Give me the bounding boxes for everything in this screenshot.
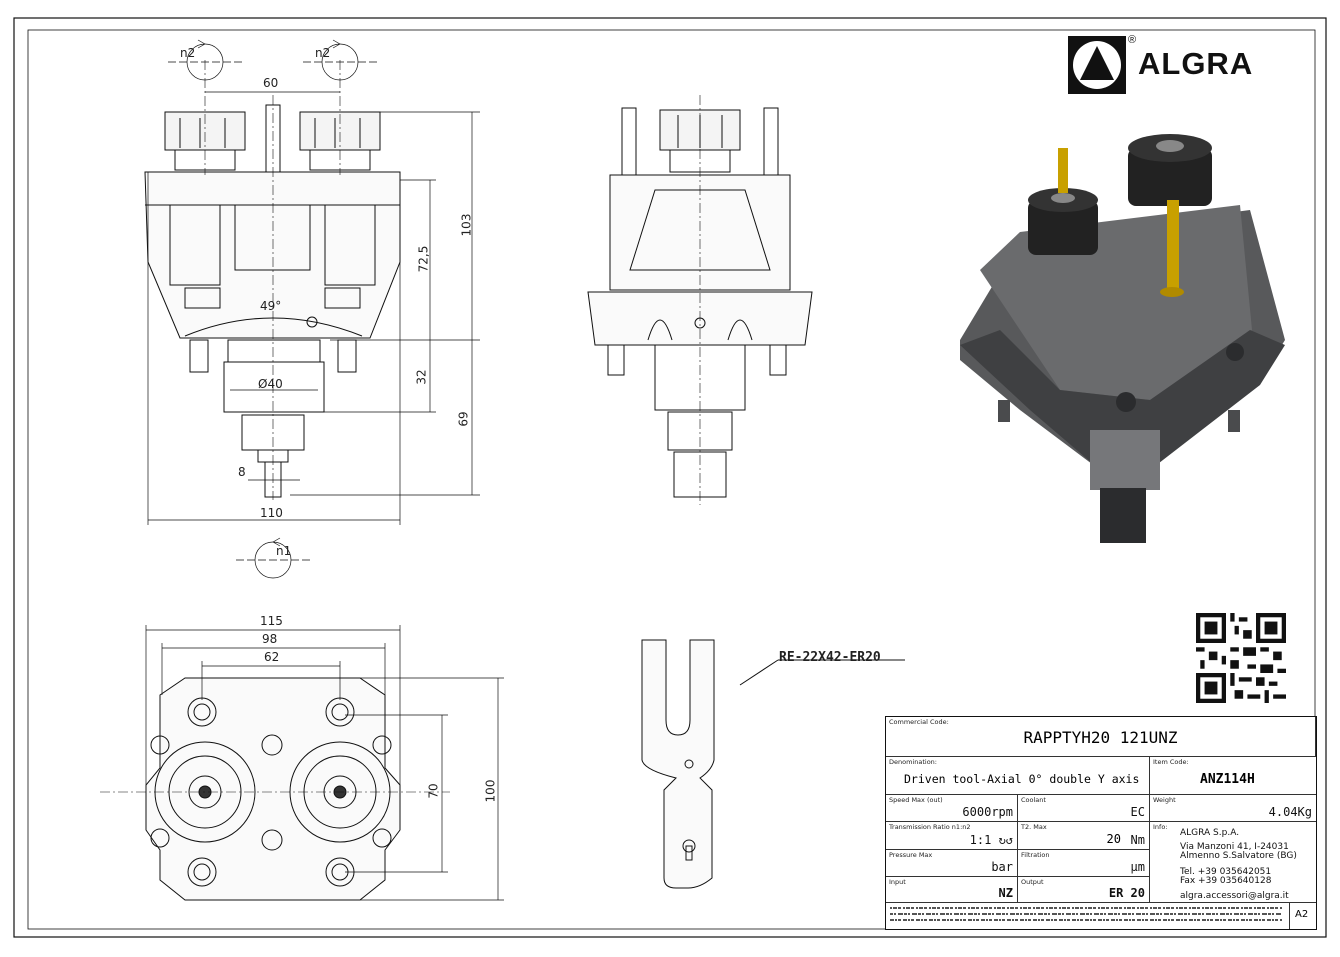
weight-cell: Weight 4.04Kg <box>1150 795 1316 822</box>
pressure-value: bar <box>991 860 1013 874</box>
info-cell: Info: ALGRA S.p.A. Via Manzoni 41, I-240… <box>1150 822 1316 903</box>
speed-cell: Speed Max (out) 6000rpm <box>886 795 1018 822</box>
dim-8: 8 <box>238 465 246 479</box>
filtration-caption: Filtration <box>1021 851 1050 859</box>
filtration-value: µm <box>1130 860 1145 874</box>
torque-value: 20 <box>1106 832 1121 846</box>
input-value: NZ <box>998 886 1013 900</box>
info-caption: Info: <box>1153 823 1168 831</box>
wrench-code-callout: RE-22X42-ER20 <box>779 650 881 665</box>
torque-cell: T2. Max 20 Nm <box>1018 822 1150 850</box>
ratio-caption: Transmission Ratio n1:n2 <box>889 823 971 831</box>
output-caption: Output <box>1021 878 1044 886</box>
dim-diameter-40: Ø40 <box>258 377 283 391</box>
weight-value: 4.04Kg <box>1268 805 1312 819</box>
title-block: Commercial Code: RAPPTYH20 121UNZ Denomi… <box>885 716 1317 930</box>
commercial-code-value: RAPPTYH20 121UNZ <box>1023 728 1178 747</box>
wrench-drawing <box>641 639 905 889</box>
coolant-caption: Coolant <box>1021 796 1046 804</box>
dim-103: 103 <box>459 213 474 237</box>
commercial-code-cell: Commercial Code: RAPPTYH20 121UNZ <box>886 717 1316 757</box>
output-cell: Output ER 20 <box>1018 877 1150 903</box>
dim-115: 115 <box>260 614 283 628</box>
iso-render <box>960 134 1285 543</box>
fine-print-lines <box>890 907 1282 921</box>
dim-110: 110 <box>260 506 283 520</box>
front-view <box>144 60 401 500</box>
qr-code-icon <box>1196 613 1286 703</box>
output-value: ER 20 <box>1108 886 1145 900</box>
rotation-label-n2-right: n2 <box>315 46 331 60</box>
telephone: Tel. +39 035642051 <box>1180 867 1272 877</box>
logo-triangle-icon <box>1073 41 1121 89</box>
side-view <box>587 95 813 505</box>
logo-mark <box>1068 36 1126 94</box>
torque-unit: Nm <box>1130 833 1145 847</box>
dim-69: 69 <box>456 411 471 427</box>
address-line-1: Via Manzoni 41, I-24031 <box>1180 842 1289 852</box>
brand-name: ALGRA <box>1138 46 1254 81</box>
weight-caption: Weight <box>1153 796 1176 804</box>
dim-70: 70 <box>426 783 441 799</box>
filtration-cell: Filtration µm <box>1018 850 1150 877</box>
company-name: ALGRA S.p.A. <box>1180 828 1240 838</box>
inner-frame <box>27 29 1316 930</box>
bottom-view <box>100 677 450 901</box>
denomination-caption: Denomination: <box>889 758 937 766</box>
dim-72-5: 72,5 <box>416 245 431 273</box>
dim-98: 98 <box>262 632 278 646</box>
email[interactable]: algra.accessori@algra.it <box>1180 891 1289 901</box>
item-code-cell: Item Code: ANZ114H <box>1150 757 1316 795</box>
speed-caption: Speed Max (out) <box>889 796 943 804</box>
outer-frame <box>13 17 1327 938</box>
bottom-dimension-lines <box>145 625 504 901</box>
ratio-value: 1:1 ↻↺ <box>969 833 1013 847</box>
address-line-2: Almenno S.Salvatore (BG) <box>1180 851 1297 861</box>
front-dimension-lines <box>147 39 480 579</box>
rotation-label-n2-left: n2 <box>180 46 196 60</box>
dim-60: 60 <box>263 76 279 90</box>
pressure-cell: Pressure Max bar <box>886 850 1018 877</box>
pressure-caption: Pressure Max <box>889 851 933 859</box>
item-code-value: ANZ114H <box>1200 772 1255 787</box>
sheet-size-cell: A2 <box>1290 903 1316 929</box>
speed-value: 6000rpm <box>962 805 1013 819</box>
denomination-cell: Denomination: Driven tool-Axial 0° doubl… <box>886 757 1150 795</box>
input-caption: Input <box>889 878 906 886</box>
commercial-code-caption: Commercial Code: <box>889 718 949 726</box>
registered-mark: ® <box>1128 34 1137 46</box>
input-cell: Input NZ <box>886 877 1018 903</box>
rotation-label-n1: n1 <box>276 544 292 558</box>
dim-49-deg: 49° <box>260 299 282 313</box>
denomination-value: Driven tool-Axial 0° double Y axis <box>904 772 1140 786</box>
dim-62: 62 <box>264 650 280 664</box>
fine-print-cell <box>886 903 1290 929</box>
ratio-cell: Transmission Ratio n1:n2 1:1 ↻↺ <box>886 822 1018 850</box>
dim-32: 32 <box>414 369 429 385</box>
sheet-size-value: A2 <box>1295 909 1309 920</box>
fax: Fax +39 035640128 <box>1180 876 1272 886</box>
item-code-caption: Item Code: <box>1153 758 1189 766</box>
dim-100: 100 <box>483 779 498 803</box>
coolant-value: EC <box>1130 805 1145 819</box>
coolant-cell: Coolant EC <box>1018 795 1150 822</box>
algra-logo: ® ALGRA <box>1068 34 1300 94</box>
torque-caption: T2. Max <box>1021 823 1047 831</box>
